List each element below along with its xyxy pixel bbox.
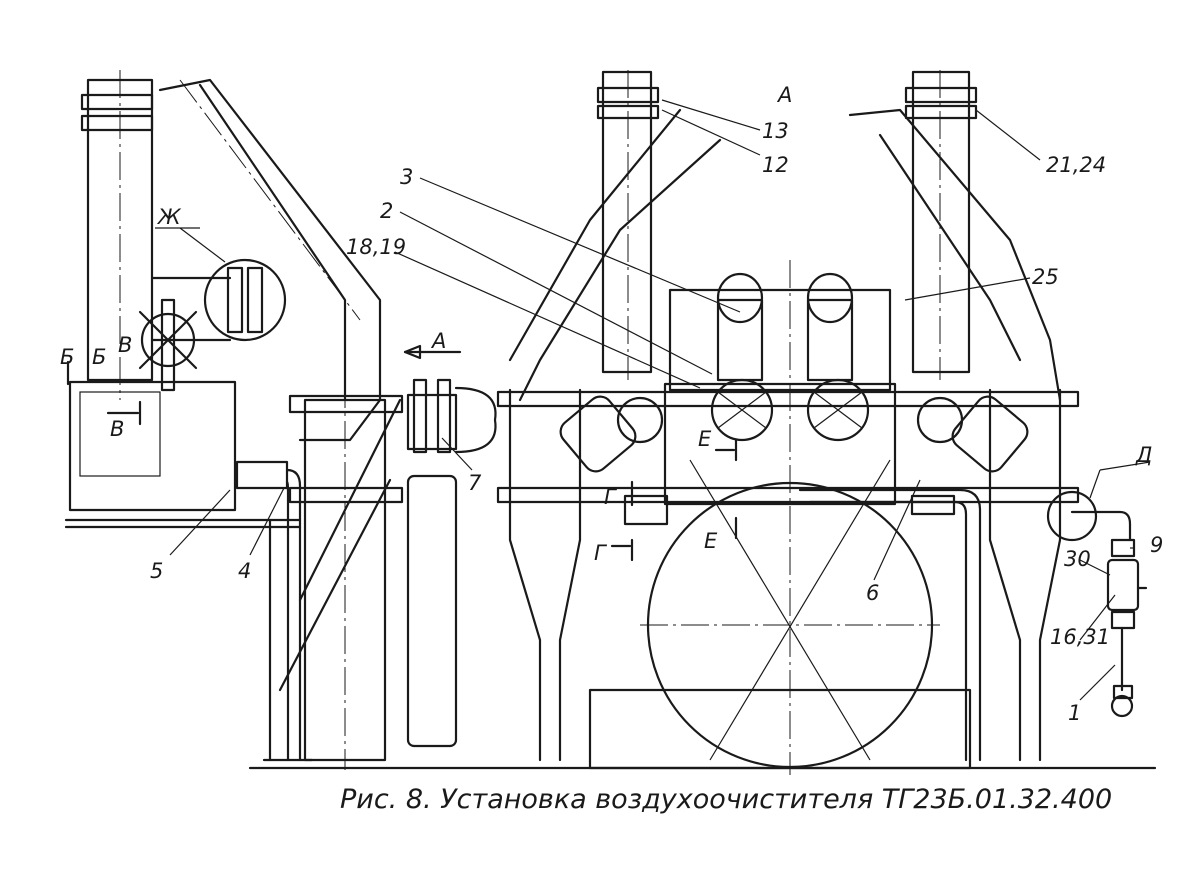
label-view-a-top: А <box>776 83 792 107</box>
detail-zh-circle <box>203 258 287 342</box>
callout-21-24: 21,24 <box>1046 153 1106 177</box>
callout-13: 13 <box>762 119 789 143</box>
label-section-e2: Е <box>704 529 718 553</box>
callout-30: 30 <box>1064 547 1091 571</box>
label-detail-d: Д <box>1135 443 1152 467</box>
callout-1: 1 <box>1068 701 1081 725</box>
label-section-b2: Б <box>92 345 106 369</box>
label-section-g1: Г <box>604 485 618 509</box>
label-detail-zh: Ж <box>156 205 182 229</box>
callout-25: 25 <box>1032 265 1059 289</box>
leader-lines <box>155 99 1151 701</box>
section-arrows <box>66 344 738 562</box>
callout-6: 6 <box>866 581 879 605</box>
callout-18-19: 18,19 <box>346 235 406 259</box>
callout-3: 3 <box>400 165 413 189</box>
label-section-g2: Г <box>594 541 608 565</box>
callout-9: 9 <box>1150 533 1163 557</box>
callout-12: 12 <box>762 153 789 177</box>
callout-4: 4 <box>238 559 251 583</box>
label-section-e1: Е <box>698 427 712 451</box>
label-section-b1: Б <box>60 345 74 369</box>
middle-column <box>268 378 497 770</box>
callout-5: 5 <box>150 559 163 583</box>
left-diagonal-duct <box>158 78 382 442</box>
left-air-cleaner <box>64 70 314 762</box>
label-section-v2: В <box>110 417 124 441</box>
callout-16-31: 16,31 <box>1050 625 1110 649</box>
callout-7: 7 <box>468 471 482 495</box>
callout-2: 2 <box>380 199 393 223</box>
labels: А А Б Б В В Ж Е Е Г Г Д 13 12 21,24 3 2 … <box>60 83 1163 815</box>
drawing-caption: Рис. 8. Установка воздухоочистителя ТГ23… <box>340 784 1112 815</box>
right-assembly <box>496 70 1148 775</box>
label-section-v1: В <box>118 333 132 357</box>
label-view-a-arrow: А <box>430 329 446 353</box>
